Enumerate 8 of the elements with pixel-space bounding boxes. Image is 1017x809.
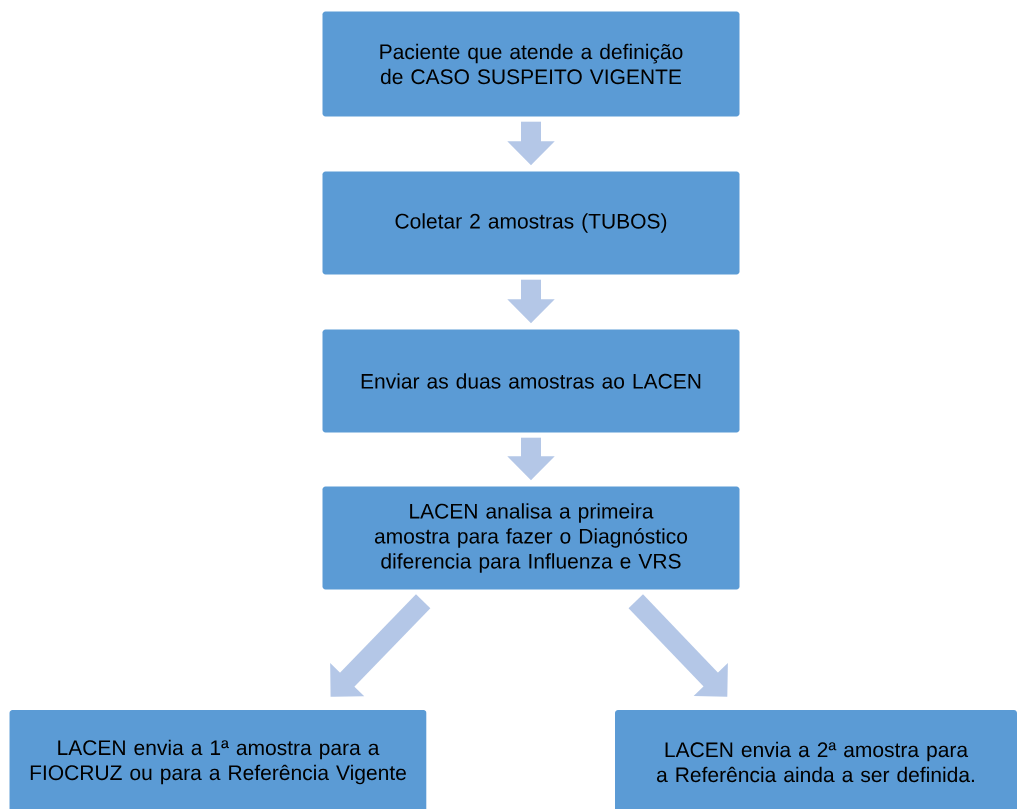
process-box: Enviar as duas amostras ao LACEN xyxy=(322,329,740,433)
process-box: LACEN envia a 2ª amostra para a Referência ainda a ser definida. xyxy=(615,710,1017,809)
process-box: Coletar 2 amostras (TUBOS) xyxy=(322,171,740,275)
process-box: LACEN envia a 1ª amostra para a FIOCRUZ ou para a Referência Vigente xyxy=(9,710,427,809)
block-arrow xyxy=(330,594,431,697)
process-box: Paciente que atende a definição de CASO SUSPEITO VIGENTE xyxy=(322,11,740,117)
block-arrow xyxy=(628,594,728,697)
process-box: LACEN analisa a primeira amostra para fazer o Diagnóstico diferencia para Influenza e VRS xyxy=(322,486,740,590)
